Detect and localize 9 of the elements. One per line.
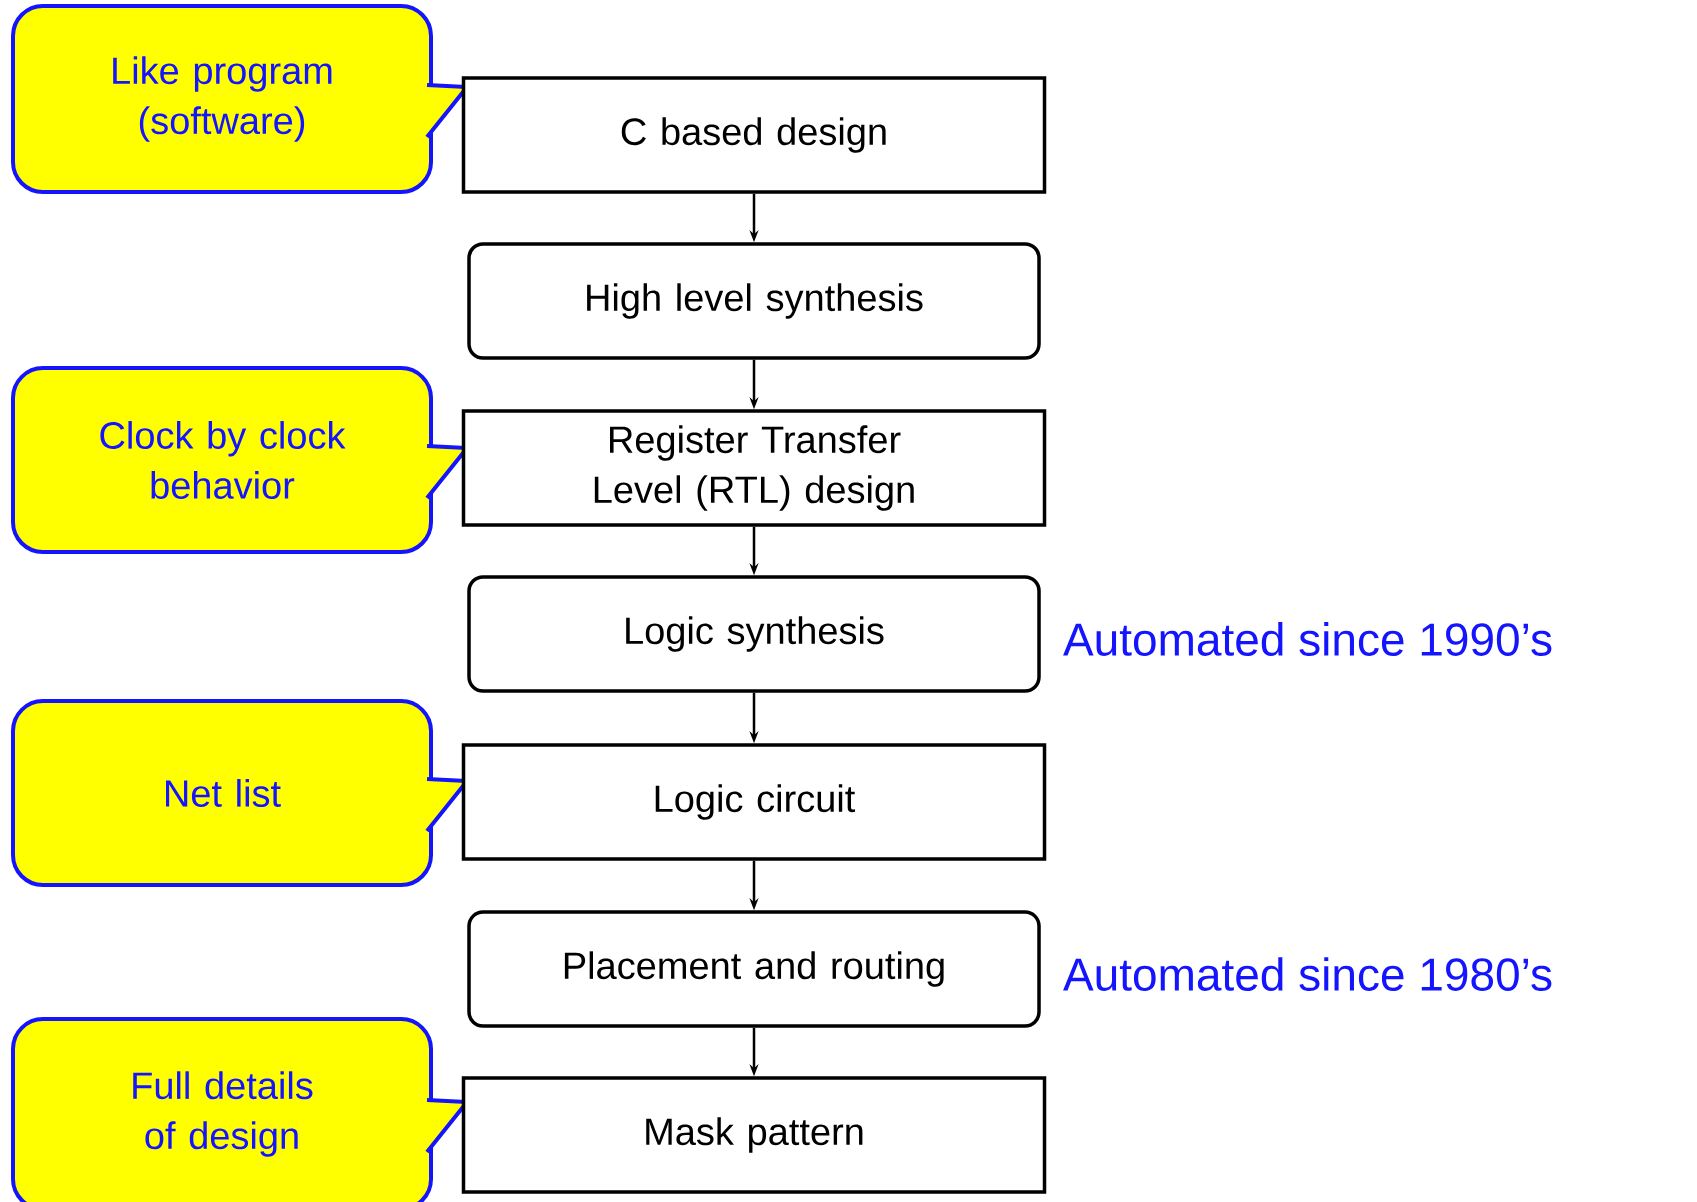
process-box: C based design bbox=[461, 76, 1047, 194]
side-note: Automated since 1990’s bbox=[1063, 622, 1552, 656]
process-box: Logic synthesis bbox=[467, 575, 1041, 693]
side-note: Automated since 1980’s bbox=[1063, 957, 1552, 991]
process-box: High level synthesis bbox=[467, 242, 1041, 360]
process-box: Mask pattern bbox=[461, 1076, 1047, 1194]
process-box: Register Transfer Level (RTL) design bbox=[461, 409, 1047, 527]
process-box: Placement and routing bbox=[467, 910, 1041, 1028]
process-box: Logic circuit bbox=[461, 743, 1047, 861]
